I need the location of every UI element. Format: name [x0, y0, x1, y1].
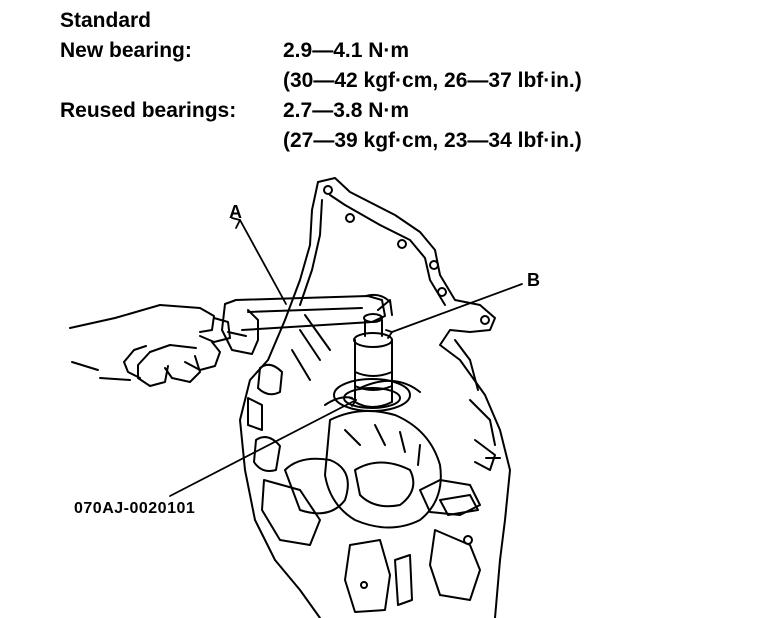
reused-bearings-value: 2.7—3.8 N·m — [283, 99, 410, 122]
leader-line-b — [391, 283, 523, 333]
arrow-head-a — [231, 217, 241, 229]
new-bearing-value-alt: (30—42 kgf·cm, 26—37 lbf·in.) — [283, 69, 582, 92]
special-tool-b — [353, 299, 393, 408]
reused-bearings-value-alt: (27—39 kgf·cm, 23—34 lbf·in.) — [283, 129, 582, 152]
reused-bearings-label: Reused bearings: — [60, 99, 237, 122]
arrow-head-figure — [349, 397, 357, 407]
hand — [69, 304, 231, 387]
callout-a: A — [229, 202, 242, 222]
new-bearing-value: 2.9—4.1 N·m — [283, 39, 410, 62]
new-bearing-label: New bearing: — [60, 39, 192, 62]
leader-lines — [169, 217, 523, 497]
arrow-head-b — [385, 329, 393, 339]
leader-line-figure — [169, 399, 357, 497]
transmission-case — [239, 177, 511, 618]
bearing-seat — [333, 378, 411, 412]
torque-wrench-a — [221, 293, 391, 355]
leader-line-a — [239, 219, 287, 305]
callout-b: B — [527, 270, 540, 290]
figure-id: 070AJ-0020101 — [74, 500, 196, 517]
spec-heading: Standard — [60, 9, 152, 32]
